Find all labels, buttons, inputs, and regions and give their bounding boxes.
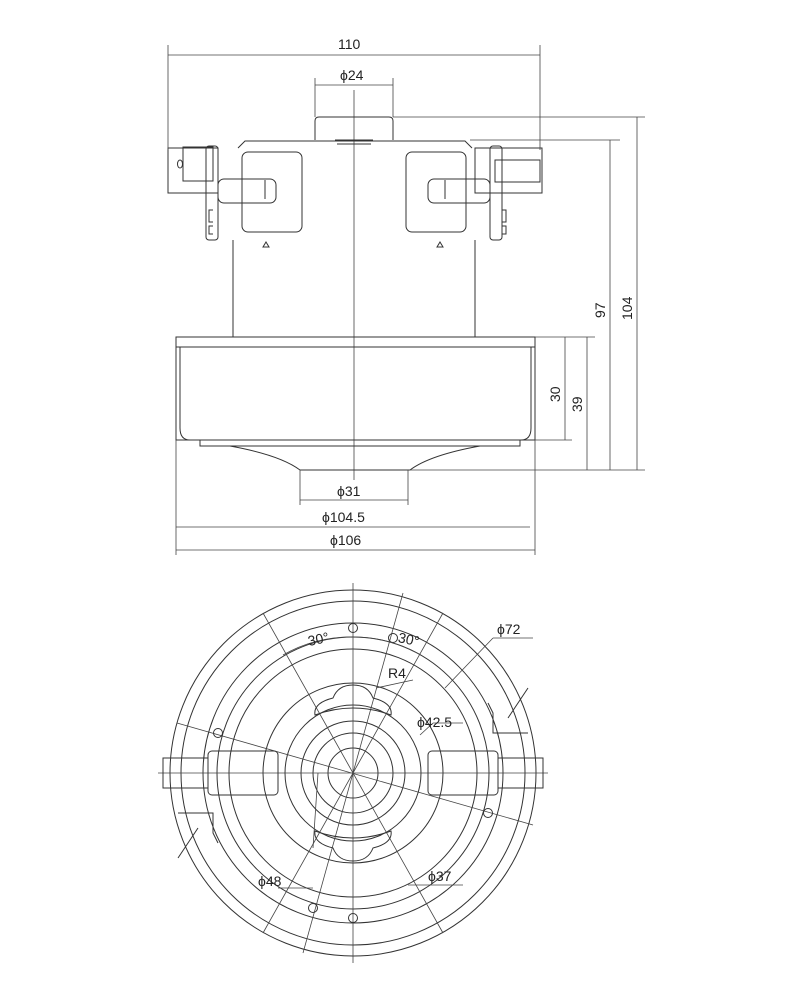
dim-angle-right: 30° [397, 629, 421, 649]
dim-angle-left: 30° [306, 629, 330, 649]
dim-flange-outer: ϕ106 [330, 532, 361, 548]
dim-outlet-diameter: ϕ31 [337, 483, 361, 499]
dim-overall-width: 110 [338, 36, 361, 52]
dim-radius: R4 [388, 665, 406, 681]
dim-flange-inner: ϕ104.5 [322, 509, 365, 525]
dim-cap-diameter: ϕ24 [340, 67, 364, 83]
dim-diameter-42-5: ϕ42.5 [417, 714, 452, 730]
side-view [167, 45, 645, 555]
bottom-view [158, 583, 548, 963]
dim-diameter-72: ϕ72 [497, 621, 521, 637]
dim-diameter-48: ϕ48 [258, 873, 282, 889]
dim-diameter-37: ϕ37 [428, 868, 452, 884]
dim-flange-height-total: 39 [569, 396, 585, 412]
dim-height-body: 97 [592, 302, 608, 318]
dim-flange-height: 30 [547, 386, 563, 402]
dim-height-total: 104 [619, 296, 635, 320]
